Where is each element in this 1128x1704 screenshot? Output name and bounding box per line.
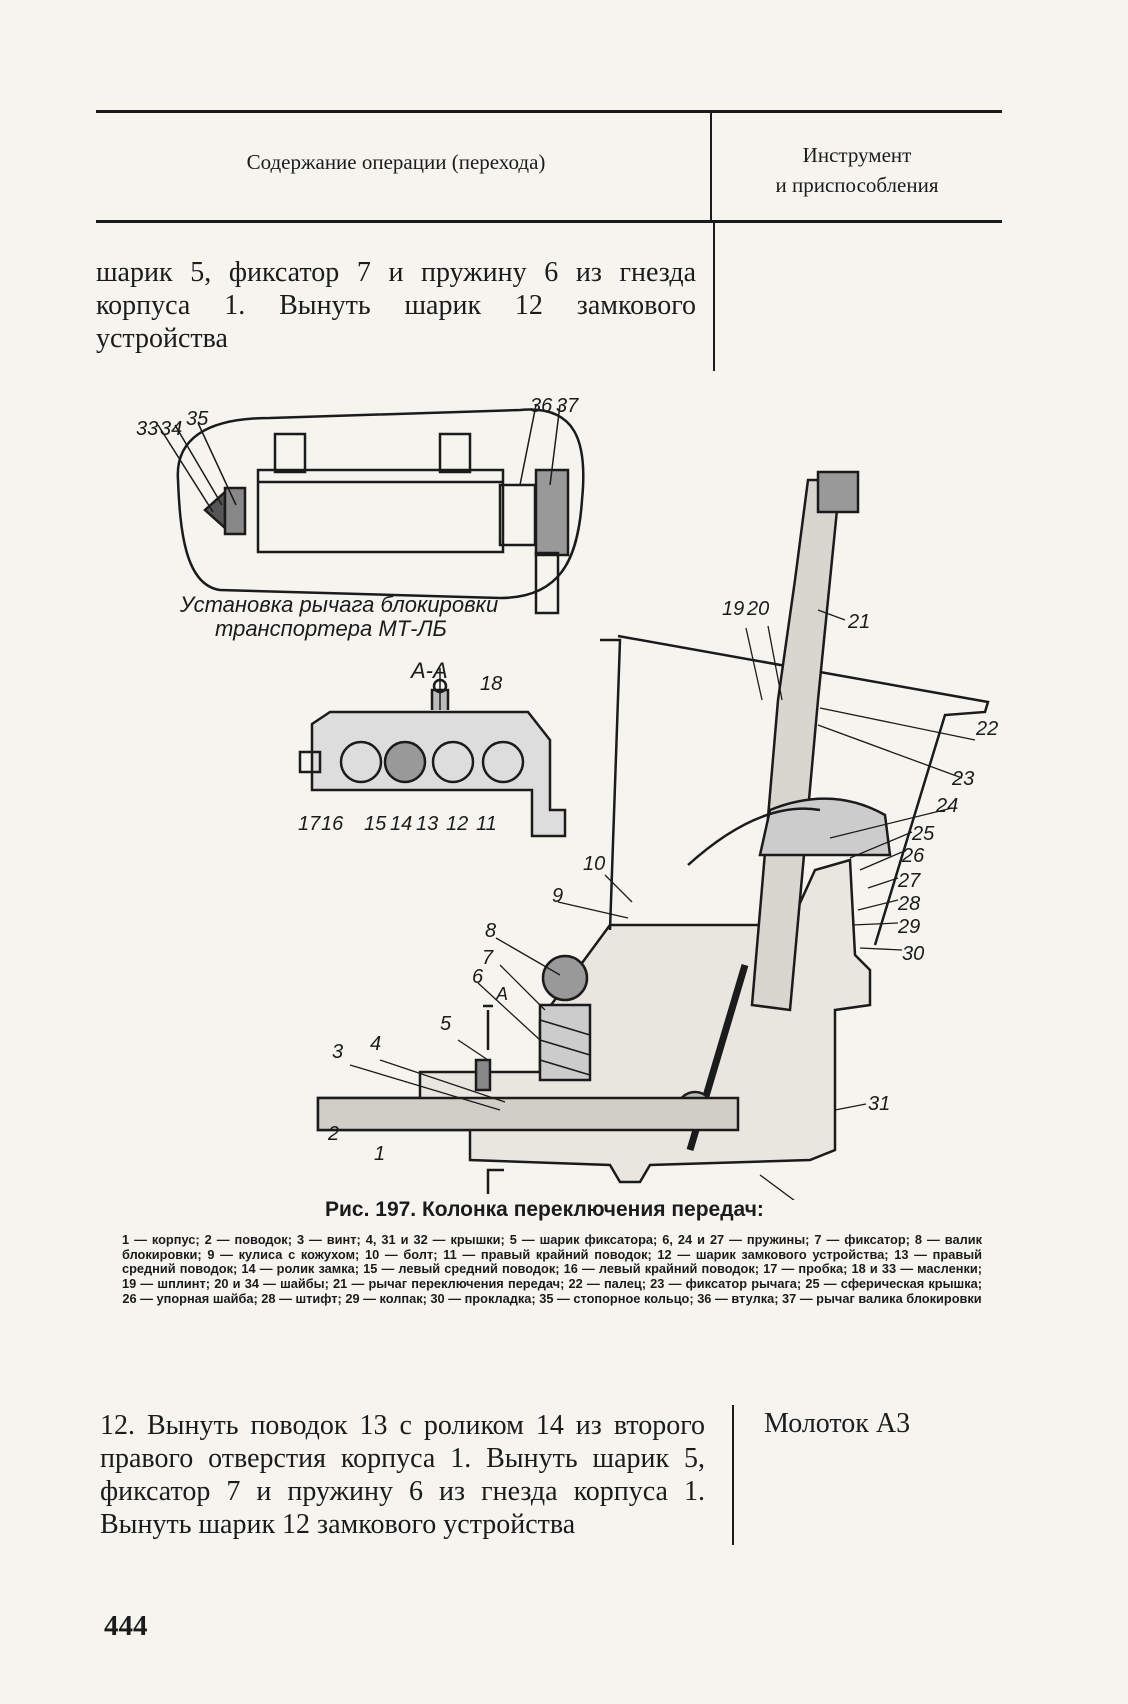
callout-30: 30	[902, 943, 924, 965]
callout-37: 37	[556, 395, 579, 417]
step-12-tool: Молоток А3	[764, 1408, 911, 1439]
figure-caption-title: Рис. 197. Колонка переключения передач:	[325, 1198, 764, 1221]
continuation-text: шарик 5, фиксатор 7 и пружину 6 из гнезд…	[96, 257, 696, 354]
column-divider-top	[713, 223, 715, 371]
callout-16: 16	[321, 813, 344, 835]
callout-35: 35	[186, 408, 209, 430]
header-tools-line2: и приспособления	[775, 173, 939, 197]
callout-7: 7	[482, 947, 494, 969]
figure-legend: 1 — корпус; 2 — поводок; 3 — винт; 4, 31…	[122, 1232, 982, 1306]
callout-12: 12	[446, 813, 468, 835]
callout-14: 14	[390, 813, 412, 835]
page-number: 444	[104, 1610, 148, 1642]
callout-34: 34	[160, 418, 182, 440]
callout-20: 20	[746, 598, 769, 620]
callout-15: 15	[364, 813, 387, 835]
callout-10: 10	[583, 853, 605, 875]
callout-5: 5	[440, 1013, 452, 1035]
section-mark-top: А	[495, 984, 508, 1004]
callout-1: 1	[374, 1143, 385, 1165]
callout-3: 3	[332, 1041, 343, 1063]
callout-11: 11	[476, 813, 497, 835]
callout-22: 22	[975, 718, 998, 740]
callout-33: 33	[136, 418, 158, 440]
callout-6: 6	[472, 966, 484, 988]
column-divider-bottom	[732, 1405, 734, 1545]
callout-4: 4	[370, 1033, 381, 1055]
callout-28: 28	[897, 893, 920, 915]
inset-title-line1: Установка рычага блокировки	[179, 592, 498, 617]
callout-2: 2	[327, 1123, 339, 1145]
callout-19: 19	[722, 598, 744, 620]
callout-25: 25	[911, 823, 935, 845]
callout-13: 13	[416, 813, 438, 835]
step-12-text: 12. Вынуть поводок 13 с роликом 14 из вт…	[100, 1410, 705, 1540]
callout-17: 17	[298, 813, 321, 835]
inset-outline	[176, 408, 585, 600]
header-bottom-rule	[96, 220, 1002, 223]
callout-24: 24	[935, 795, 958, 817]
section-label: А-А	[409, 658, 448, 683]
callout-21: 21	[847, 611, 870, 633]
callout-23: 23	[951, 768, 974, 790]
header-tools-line1: Инструмент	[802, 143, 912, 167]
callout-29: 29	[897, 916, 920, 938]
callout-26: 26	[901, 845, 925, 867]
section-mark-bottom: А	[485, 1198, 498, 1200]
callout-8: 8	[485, 920, 496, 942]
header-top-rule	[96, 110, 1002, 113]
callout-9: 9	[552, 885, 563, 907]
inset-title-line2: транспортера МТ-ЛБ	[215, 616, 447, 641]
header-operation: Содержание операции (перехода)	[246, 150, 546, 174]
figure-197-drawing: 33 34 35 36 37 Установка рычага блокиров…	[136, 395, 998, 1200]
header-tools: Инструмент и приспособления	[712, 140, 1002, 200]
callout-27: 27	[897, 870, 921, 892]
callout-36: 36	[530, 395, 553, 417]
header-column-divider	[710, 113, 712, 220]
callout-31: 31	[868, 1093, 890, 1115]
callout-18: 18	[480, 673, 502, 695]
